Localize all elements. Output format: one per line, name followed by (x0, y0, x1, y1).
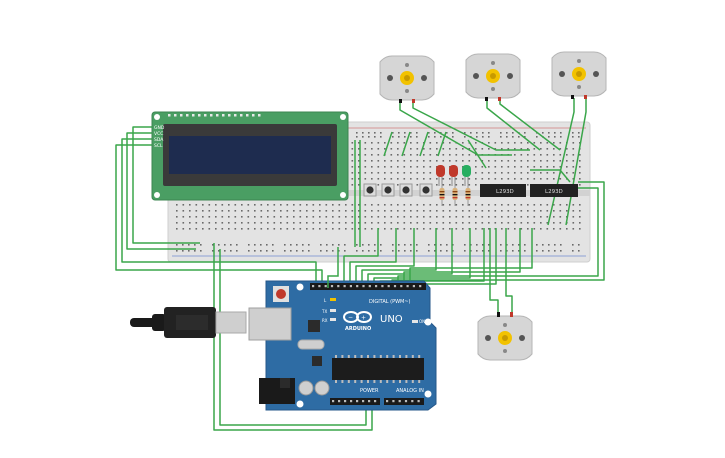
resistor-2[interactable] (452, 184, 458, 206)
l-led-label: L (324, 298, 327, 303)
driver-chip-2-label: L293D (545, 189, 563, 195)
svg-text:+: + (361, 315, 366, 322)
lcd-module[interactable]: GND VCC SDA SCL (151, 111, 349, 201)
digital-header-pins (312, 285, 422, 288)
driver-chip-1-label: L293D (496, 189, 514, 195)
push-button-4[interactable] (419, 183, 433, 197)
on-led-label: ON (419, 319, 425, 324)
push-button-2[interactable] (381, 183, 395, 197)
push-button-3[interactable] (399, 183, 413, 197)
lcd-header-pins (168, 114, 261, 117)
resistor-1[interactable] (439, 184, 445, 206)
lcd-pin-scl-label: SCL (154, 143, 163, 149)
reset-button[interactable] (276, 289, 286, 299)
resistors (439, 184, 471, 206)
bottom-header-pins (332, 400, 420, 403)
svg-text:−: − (348, 314, 353, 321)
usb-port (248, 307, 292, 341)
dc-motor-1[interactable] (379, 55, 435, 103)
usb-cable[interactable] (130, 307, 247, 338)
atmega-chip (332, 358, 424, 380)
resistor-3[interactable] (465, 184, 471, 206)
arduino-brand-label: ARDUINO (345, 326, 371, 332)
dc-motor-4[interactable] (477, 312, 533, 361)
motor-driver-chip-2[interactable]: L293D (530, 184, 578, 197)
lcd-pin-gnd-label: GND (154, 125, 165, 131)
lcd-pin-sda-label: SDA (154, 137, 164, 143)
lcd-screen (169, 136, 331, 174)
leds (436, 165, 471, 186)
digital-pwm-label: DIGITAL (PWM~) (369, 299, 411, 305)
dc-motor-3[interactable] (551, 51, 607, 99)
tx-label: TX (321, 309, 327, 314)
lcd-pin-vcc-label: VCC (154, 131, 163, 137)
lcd-pin-labels: GND VCC SDA SCL (154, 125, 165, 149)
atmega-pins (335, 355, 421, 383)
uno-model-label: UNO (380, 314, 403, 325)
arduino-logo: − + (343, 311, 372, 323)
power-label: POWER (360, 388, 379, 394)
digital-header (310, 283, 426, 290)
motor-driver-chip-1[interactable]: L293D (480, 184, 526, 197)
analog-in-label: ANALOG IN (396, 388, 424, 394)
rx-label: RX (322, 318, 328, 323)
dc-motor-2[interactable] (465, 53, 521, 101)
power-header (330, 398, 380, 405)
analog-header (384, 398, 424, 405)
push-buttons (363, 183, 433, 197)
wires-overlay (327, 247, 339, 288)
push-button-1[interactable] (363, 183, 377, 197)
arduino-uno-board[interactable]: DIGITAL (PWM~) − + ARDUINO UNO TX RX L O… (248, 280, 437, 411)
